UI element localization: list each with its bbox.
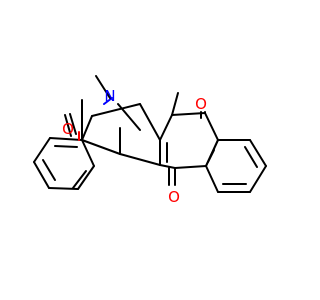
- bond: [174, 165, 207, 169]
- bond: [42, 159, 56, 181]
- bond: [171, 92, 179, 116]
- bond: [119, 153, 161, 166]
- bond: [244, 146, 258, 168]
- molecule-canvas: N O O O: [0, 0, 300, 300]
- bond: [171, 112, 206, 116]
- bond: [159, 114, 173, 141]
- bond: [205, 165, 219, 193]
- ketone-group: [64, 99, 121, 155]
- right-benzene-ring: [205, 139, 267, 193]
- bond: [249, 165, 267, 193]
- bond: [91, 103, 141, 117]
- bond: [139, 103, 161, 141]
- diagram-background: [0, 0, 300, 300]
- carbonyl-bond: [64, 114, 72, 137]
- atom-label-oxygen-top: O: [195, 95, 207, 113]
- bond: [48, 187, 79, 190]
- atom-label-oxygen-bottom: O: [168, 188, 180, 206]
- bond: [81, 139, 95, 167]
- bond: [81, 139, 121, 155]
- bond: [72, 170, 87, 189]
- n-bond: [117, 103, 141, 131]
- atom-label-nitrogen: N: [104, 87, 115, 105]
- bond: [54, 145, 78, 148]
- bond: [249, 139, 267, 167]
- bond: [33, 137, 51, 163]
- bridge-core: [81, 75, 173, 166]
- n-bond: [103, 97, 113, 105]
- bond: [33, 161, 50, 189]
- bond: [204, 112, 219, 141]
- left-benzene-ring: [33, 137, 95, 190]
- bond: [159, 164, 176, 169]
- bond: [207, 149, 215, 163]
- atom-label-oxygen-ketone: O: [62, 120, 74, 138]
- bond: [81, 115, 93, 141]
- bond: [77, 165, 95, 190]
- carbonyl-bond: [69, 113, 77, 135]
- methyl-bond: [95, 75, 111, 99]
- bond: [49, 137, 83, 141]
- structure-diagram: N O O O: [0, 0, 300, 300]
